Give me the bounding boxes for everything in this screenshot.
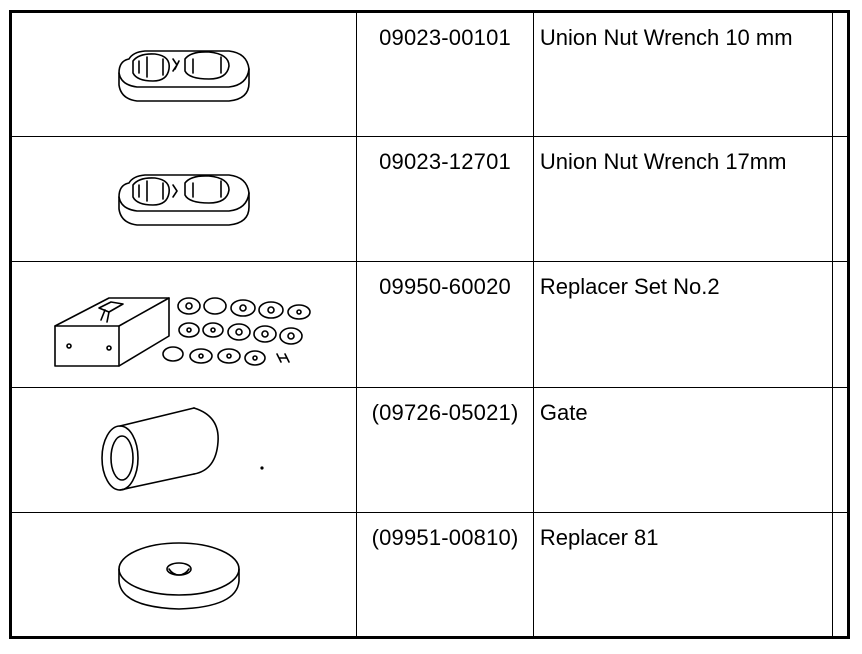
- table-row: (09726-05021) Gate: [9, 386, 850, 513]
- table-row: 09023-00101 Union Nut Wrench 10 mm: [9, 10, 850, 138]
- tool-name: Gate: [532, 386, 833, 513]
- part-number: 09023-12701: [356, 136, 534, 263]
- blank-cell: [831, 511, 850, 639]
- part-number: 09023-00101: [356, 10, 534, 138]
- replacer-disc-icon: [118, 542, 240, 611]
- union-nut-wrench-icon: [118, 174, 250, 227]
- union-nut-wrench-icon: [118, 49, 250, 102]
- part-number: 09950-60020: [356, 261, 534, 388]
- blank-cell: [831, 261, 850, 388]
- table-row: 09950-60020 Replacer Set No.2: [9, 261, 850, 388]
- table-row: 09023-12701 Union Nut Wrench 17mm: [9, 136, 850, 263]
- tool-name: Union Nut Wrench 10 mm: [532, 10, 833, 138]
- part-number: (09726-05021): [356, 386, 534, 513]
- tool-name: Union Nut Wrench 17mm: [532, 136, 833, 263]
- gate-cylinder-icon: [101, 406, 264, 491]
- tool-illustration-cell: [9, 386, 358, 513]
- blank-cell: [831, 386, 850, 513]
- tool-name: Replacer Set No.2: [532, 261, 833, 388]
- blank-cell: [831, 10, 850, 138]
- table-row: (09951-00810) Replacer 81: [9, 511, 850, 639]
- blank-cell: [831, 136, 850, 263]
- part-number: (09951-00810): [356, 511, 534, 639]
- tool-illustration-cell: [9, 511, 358, 639]
- tool-illustration-cell: [9, 136, 358, 263]
- tool-name: Replacer 81: [532, 511, 833, 639]
- tool-illustration-cell: [9, 10, 358, 138]
- replacer-set-icon: [54, 297, 311, 368]
- tools-table: 09023-00101 Union Nut Wrench 10 mm 09023…: [9, 10, 850, 639]
- tool-illustration-cell: [9, 261, 358, 388]
